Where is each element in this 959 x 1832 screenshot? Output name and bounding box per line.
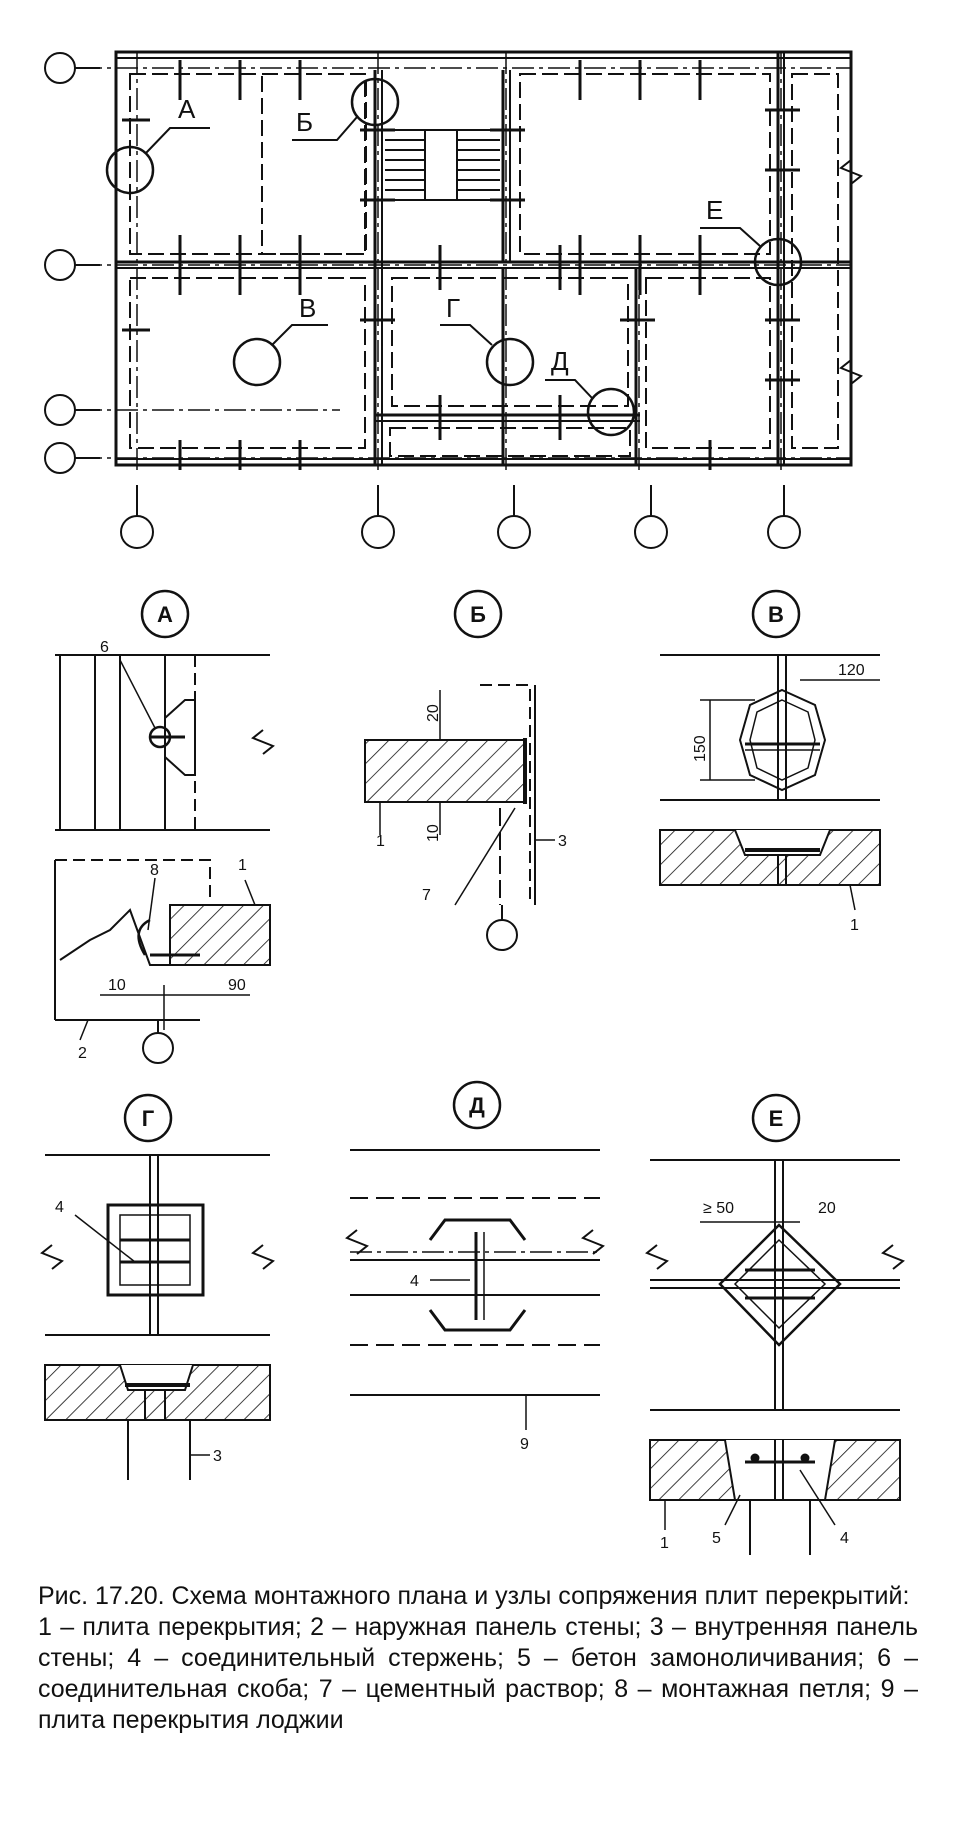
detail-d-n9: 9 [520, 1436, 529, 1453]
callout-e: Е [706, 195, 723, 225]
detail-a-labels: 6 8 1 2 10 90 [78, 639, 247, 1062]
detail-e-d20: 20 [818, 1200, 836, 1217]
figure-caption: Рис. 17.20. Схема монтажного плана и узл… [38, 1581, 918, 1736]
detail-d-n4: 4 [410, 1273, 419, 1290]
detail-b-n3: 3 [558, 833, 567, 850]
detail-v [659, 654, 881, 911]
detail-b-title: Б [470, 602, 486, 627]
detail-b-n1: 1 [376, 833, 385, 850]
plan-callout-labels: А Б В Г Д Е [178, 94, 723, 376]
detail-a-n8: 8 [150, 862, 159, 879]
detail-v-d150: 150 [692, 735, 709, 762]
detail-e-d50: ≥ 50 [703, 1200, 734, 1217]
detail-g-n3: 3 [213, 1448, 222, 1465]
detail-d-labels: 4 9 [410, 1273, 529, 1453]
detail-a-d10: 10 [108, 977, 126, 994]
caption-title: Рис. 17.20. Схема монтажного плана и узл… [38, 1582, 910, 1610]
detail-g-n4: 4 [55, 1199, 64, 1216]
detail-e-n1: 1 [660, 1535, 669, 1552]
detail-v-title: В [768, 602, 784, 627]
detail-a-d90: 90 [228, 977, 246, 994]
detail-d [345, 1149, 605, 1430]
detail-v-d120: 120 [838, 662, 865, 679]
callout-g: Г [446, 293, 460, 323]
detail-g-labels: 4 3 [55, 1199, 222, 1465]
callout-v: В [299, 293, 316, 323]
detail-a-n6: 6 [100, 639, 109, 656]
detail-b-labels: 20 10 1 3 7 [376, 704, 567, 904]
detail-a-n1: 1 [238, 857, 247, 874]
detail-b [364, 684, 555, 951]
mounting-plan [44, 50, 863, 549]
detail-g [40, 1154, 275, 1480]
detail-e-title: Е [769, 1106, 784, 1131]
detail-b-d20: 20 [425, 704, 442, 722]
detail-v-labels: 120 150 1 [692, 662, 865, 934]
callout-b: Б [296, 107, 313, 137]
detail-e-n4: 4 [840, 1530, 849, 1547]
detail-titles [123, 589, 801, 1143]
detail-a [54, 654, 275, 1064]
detail-e-labels: ≥ 50 20 1 5 4 [660, 1200, 849, 1552]
detail-v-n1: 1 [850, 917, 859, 934]
detail-e [645, 1159, 905, 1555]
detail-title-labels: А Б В Г Д Е [142, 602, 784, 1131]
detail-d-title: Д [469, 1093, 485, 1118]
detail-b-n7: 7 [422, 887, 431, 904]
callout-d: Д [551, 346, 569, 376]
detail-g-title: Г [142, 1106, 155, 1131]
detail-b-d10: 10 [425, 824, 442, 842]
callout-a: А [178, 94, 196, 124]
detail-e-n5: 5 [712, 1530, 721, 1547]
detail-a-n2: 2 [78, 1045, 87, 1062]
construction-drawing: А Б В Г Д Е А Б В Г Д Е [40, 50, 905, 1555]
detail-a-title: А [157, 602, 173, 627]
caption-legend: 1 – плита перекрытия; 2 – наружная панел… [38, 1613, 918, 1734]
